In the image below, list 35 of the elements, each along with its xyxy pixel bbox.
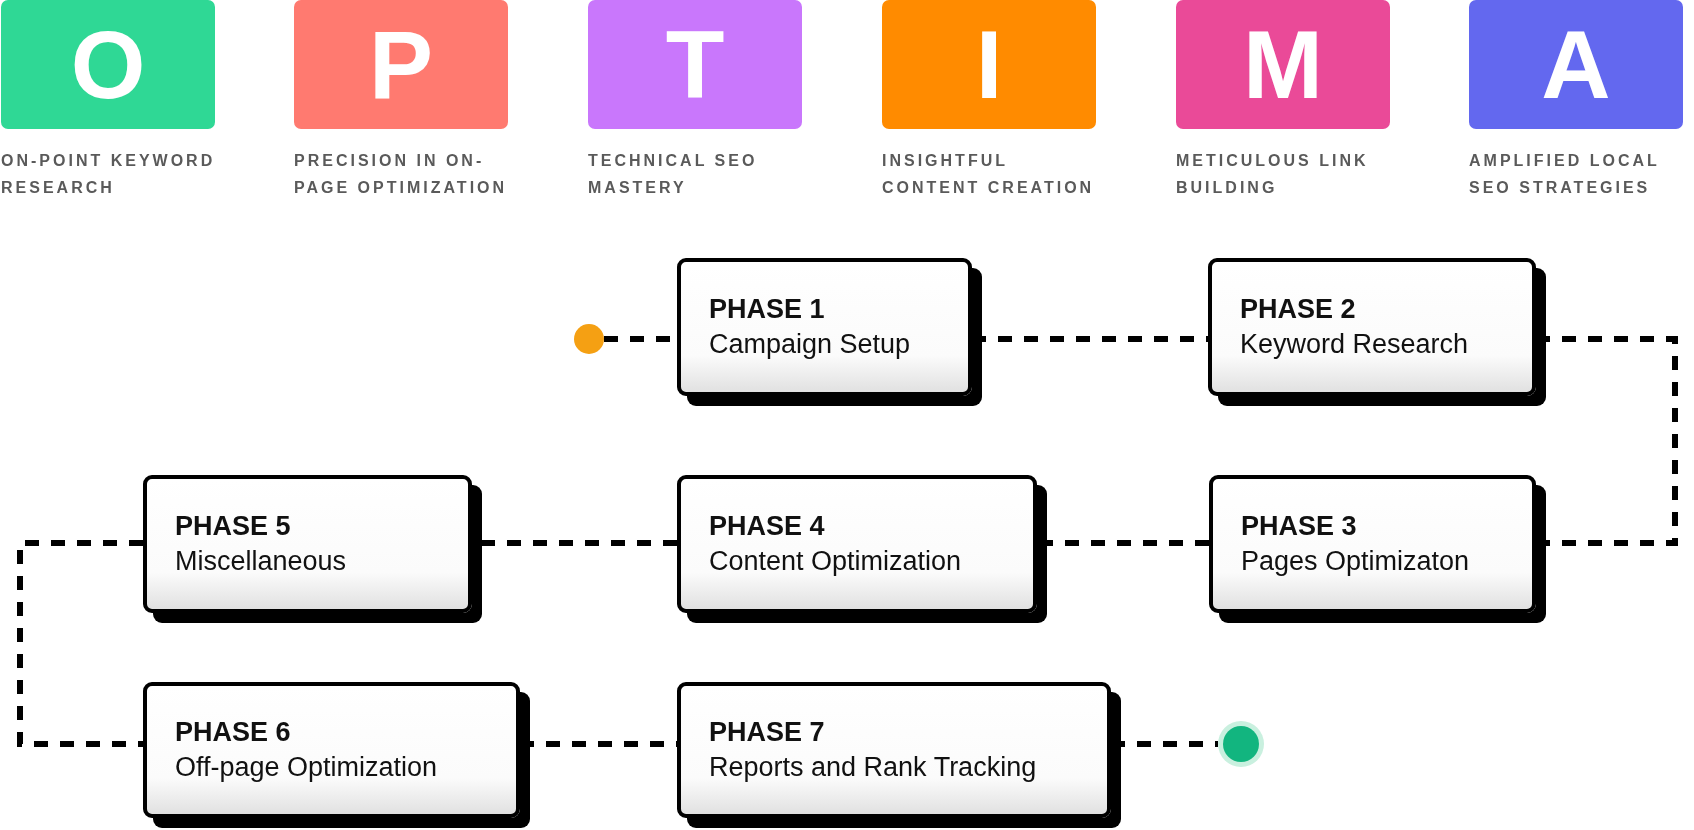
tile-letter: A xyxy=(1541,16,1611,113)
letter-tile xyxy=(1176,0,1390,129)
tile-letter: O xyxy=(70,16,146,113)
letter-tile xyxy=(1469,0,1683,129)
end-dot xyxy=(1218,721,1264,767)
tile-caption: ON-POINT KEYWORD RESEARCH xyxy=(1,151,217,198)
phase-title: PHASE 4 xyxy=(709,510,825,543)
tile-caption: PRECISION IN ON-PAGE OPTIMIZATION xyxy=(294,151,509,198)
letter-tile xyxy=(882,0,1096,129)
tile-letter: P xyxy=(369,16,433,113)
tile-caption: METICULOUS LINK BUILDING xyxy=(1176,151,1370,198)
phase-title: PHASE 5 xyxy=(175,510,291,543)
phase-name: Content Optimization xyxy=(709,545,962,578)
phase-name: Reports and Rank Tracking xyxy=(709,751,1037,784)
letter-tile xyxy=(588,0,802,129)
tile-letter: T xyxy=(665,16,725,113)
phase-title: PHASE 6 xyxy=(175,716,291,749)
start-dot xyxy=(574,324,604,354)
tile-caption: INSIGHTFUL CONTENT CREATION xyxy=(882,151,1096,198)
phase-name: Campaign Setup xyxy=(709,328,911,361)
dashed-connector xyxy=(17,540,143,747)
phase-title: PHASE 2 xyxy=(1240,293,1356,326)
phase-title: PHASE 1 xyxy=(709,293,825,326)
letter-tile xyxy=(294,0,508,129)
tile-letter: I xyxy=(975,16,1003,113)
phase-name: Keyword Research xyxy=(1240,328,1469,361)
tile-caption: AMPLIFIED LOCAL SEO STRATEGIES xyxy=(1469,151,1661,198)
phase-title: PHASE 3 xyxy=(1241,510,1357,543)
phase-name: Miscellaneous xyxy=(175,545,347,578)
phase-name: Pages Optimizaton xyxy=(1241,545,1470,578)
tile-letter: M xyxy=(1243,16,1323,113)
tile-caption: TECHNICAL SEO MASTERY xyxy=(588,151,759,198)
phase-title: PHASE 7 xyxy=(709,716,825,749)
phase-name: Off-page Optimization xyxy=(175,751,438,784)
letter-tile xyxy=(1,0,215,129)
